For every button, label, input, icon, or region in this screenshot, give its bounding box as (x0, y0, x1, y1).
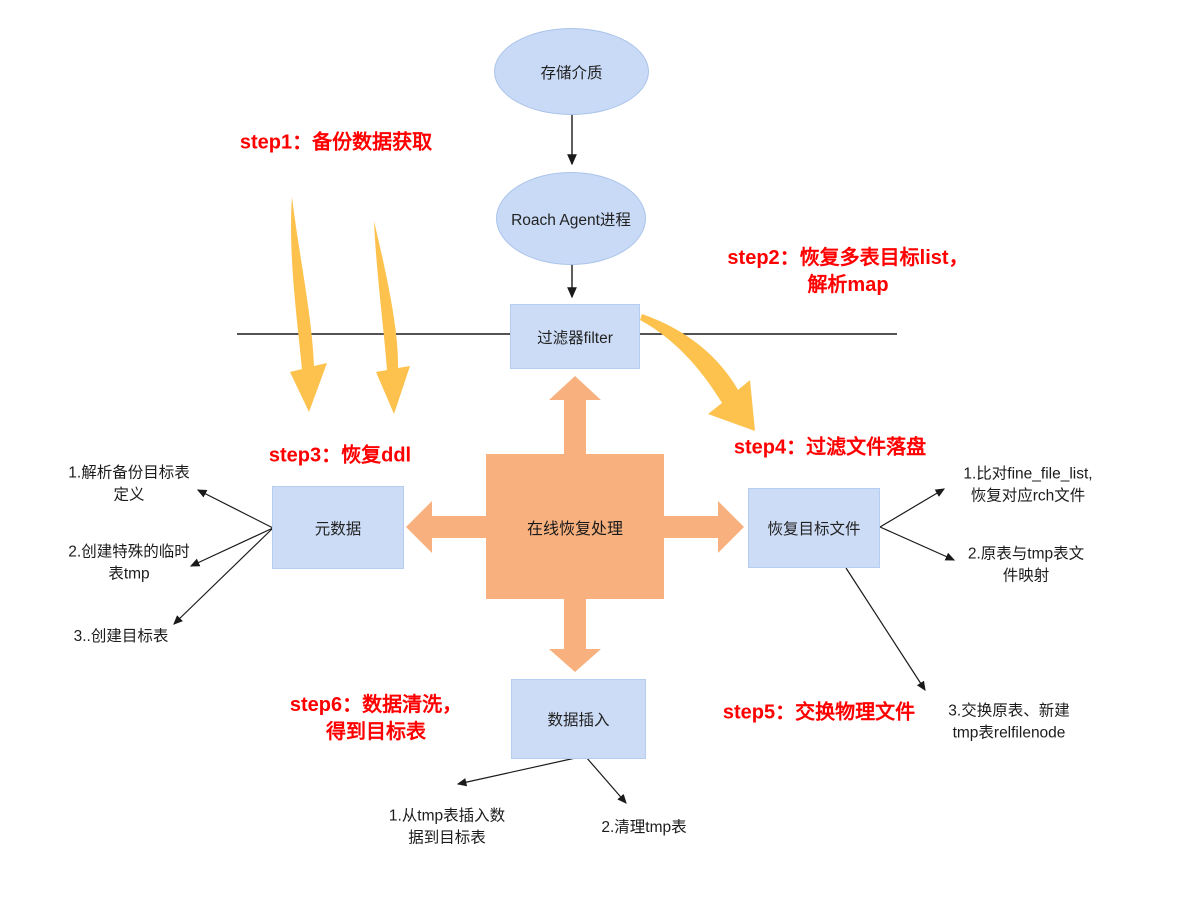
target-note-1: 1.比对fine_file_list, 恢复对应rch文件 (963, 465, 1093, 504)
metadata-note-2: 2.创建特殊的临时 表tmp (68, 543, 190, 582)
node-data-insert-label: 数据插入 (547, 712, 610, 729)
arrow-metadata-note2 (189, 527, 274, 567)
cross-arrow-right (664, 501, 744, 553)
cross-arrow-left (406, 501, 486, 553)
yellow-curved-arrows (290, 197, 755, 431)
node-center-label: 在线恢复处理 (526, 520, 623, 538)
node-storage-medium[interactable]: 存储介质 (494, 28, 649, 115)
arrow-target-note1 (879, 488, 946, 528)
step2-label: step2：恢复多表目标list， 解析map (727, 247, 969, 296)
arrow-insert-note1 (456, 756, 581, 787)
center-cross-shape (406, 376, 744, 672)
insert-note-2: 2.清理tmp表 (601, 819, 687, 837)
node-filter[interactable]: 过滤器filter (510, 304, 640, 369)
curved-arrow-step1-b (374, 221, 410, 414)
node-filter-label: 过滤器filter (537, 329, 613, 347)
curved-arrow-step4 (640, 314, 755, 431)
step1-label: step1：备份数据获取 (239, 131, 433, 154)
node-target-files[interactable]: 恢复目标文件 (748, 488, 880, 568)
node-online-recovery[interactable]: 在线恢复处理 (486, 454, 664, 599)
step5-label: step5：交换物理文件 (722, 701, 916, 724)
metadata-note-3: 3..创建目标表 (73, 628, 169, 646)
node-agent-label: Roach Agent进程 (511, 211, 631, 229)
node-metadata[interactable]: 元数据 (272, 486, 404, 569)
arrow-metadata-note3 (173, 527, 274, 625)
cross-arrow-down (549, 599, 601, 672)
arrow-target-note2 (879, 526, 956, 561)
arrow-insert-note2 (585, 756, 627, 804)
cross-arrow-up (549, 376, 601, 454)
step3-label: step3：恢复ddl (268, 444, 412, 467)
arrow-target-note3 (845, 567, 926, 692)
node-data-insert[interactable]: 数据插入 (511, 679, 646, 759)
node-metadata-label: 元数据 (314, 520, 362, 538)
insert-note-1: 1.从tmp表插入数 据到目标表 (388, 807, 506, 846)
target-note-3: 3.交换原表、新建 tmp表relfilenode (948, 702, 1070, 741)
arrow-metadata-note1 (196, 489, 274, 529)
node-roach-agent[interactable]: Roach Agent进程 (496, 172, 646, 265)
step4-label: step4：过滤文件落盘 (733, 436, 927, 459)
target-note-2: 2.原表与tmp表文 件映射 (967, 545, 1085, 584)
node-target-files-label: 恢复目标文件 (767, 521, 861, 538)
node-storage-label: 存储介质 (540, 64, 603, 82)
metadata-note-1: 1.解析备份目标表 定义 (68, 464, 190, 503)
curved-arrow-step1-a (290, 197, 327, 412)
step6-label: step6：数据清洗， 得到目标表 (289, 694, 463, 743)
